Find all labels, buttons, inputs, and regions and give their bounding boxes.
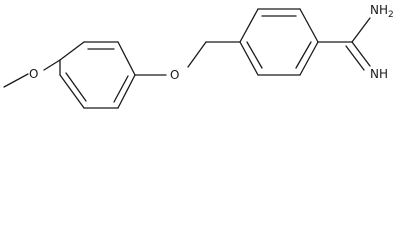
amidine-imine-double-bond <box>351 41 371 67</box>
methoxy-oxygen-label: O <box>29 67 38 81</box>
amidine-amine-bond <box>351 17 371 43</box>
ether-oxygen-methylene-bond <box>187 41 207 68</box>
methoxyphenyl-ring <box>59 41 136 109</box>
chemical-structure-diagram: O O NH2 NH <box>3 3 394 109</box>
amine-label-text: NH <box>370 3 388 17</box>
amine-subscript: 2 <box>388 10 394 20</box>
amine-label: NH2 <box>370 3 394 20</box>
benzamidine-ring <box>239 8 319 76</box>
imine-label: NH <box>370 67 388 81</box>
methoxy-oxygen-ring-bond <box>43 59 61 71</box>
ether-oxygen-label: O <box>170 68 179 82</box>
methyl-bond <box>3 73 29 88</box>
